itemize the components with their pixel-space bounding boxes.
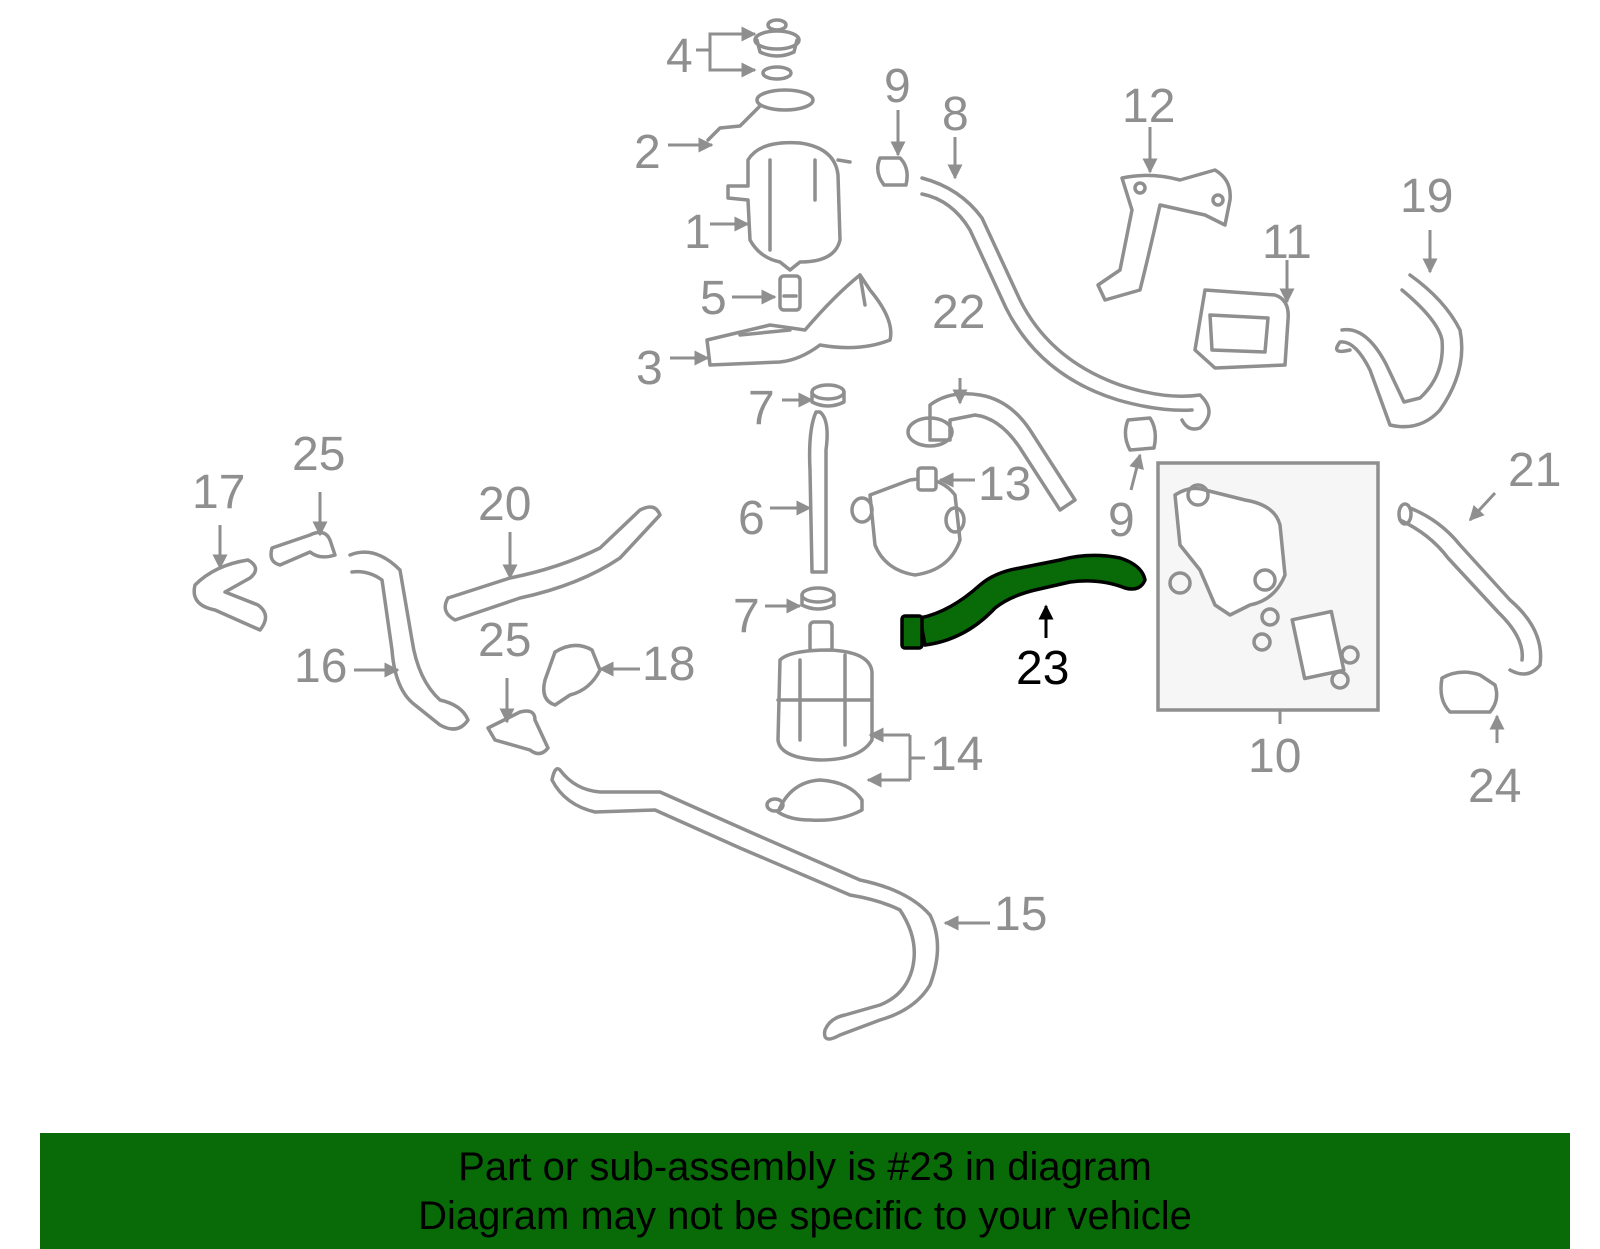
- callout-25-lower: 25: [478, 614, 531, 667]
- callout-8: 8: [942, 88, 969, 141]
- part-24-fitting[interactable]: [1439, 670, 1499, 714]
- part-15-hose[interactable]: [550, 767, 940, 1041]
- part-25-tee-lower[interactable]: [486, 709, 550, 756]
- part-18-fitting[interactable]: [542, 643, 602, 707]
- part-4-cap[interactable]: [753, 18, 801, 81]
- part-12-bracket[interactable]: [1096, 168, 1232, 302]
- callout-15: 15: [994, 888, 1047, 941]
- callout-9-upper: 9: [884, 60, 911, 113]
- part-8-hose[interactable]: [920, 176, 1211, 431]
- callout-13: 13: [978, 458, 1031, 511]
- part-11-duct[interactable]: [1193, 288, 1290, 370]
- part-13-valve[interactable]: [850, 466, 966, 577]
- callout-3: 3: [636, 342, 663, 395]
- part-10-assembly[interactable]: [1156, 461, 1380, 712]
- callout-1: 1: [684, 206, 711, 259]
- part-6-hose[interactable]: [807, 410, 829, 574]
- part-9-clamp-upper[interactable]: [876, 156, 909, 187]
- callout-18: 18: [642, 638, 695, 691]
- callout-6: 6: [738, 492, 765, 545]
- callout-11: 11: [1262, 216, 1312, 269]
- leader-lines: [212, 26, 1505, 931]
- callout-22: 22: [932, 286, 985, 339]
- part-21-hose[interactable]: [1397, 502, 1543, 676]
- callout-25-upper: 25: [292, 428, 345, 481]
- callout-9-lower: 9: [1108, 494, 1135, 547]
- part-2-strap[interactable]: [706, 88, 815, 142]
- part-17-elbow[interactable]: [192, 558, 268, 632]
- callout-16: 16: [294, 640, 347, 693]
- part-7-clamp-upper[interactable]: [810, 383, 846, 408]
- callout-10: 10: [1248, 730, 1301, 783]
- callout-4: 4: [666, 30, 693, 83]
- part-7-clamp-lower[interactable]: [800, 586, 836, 611]
- part-14-pump[interactable]: [765, 620, 874, 823]
- callout-14: 14: [930, 728, 983, 781]
- callout-23-highlighted: 23: [1016, 642, 1069, 695]
- part-16-hose[interactable]: [348, 550, 470, 731]
- callout-24: 24: [1468, 760, 1521, 813]
- callout-12: 12: [1122, 80, 1175, 133]
- info-banner: Part or sub-assembly is #23 in diagram D…: [40, 1133, 1570, 1249]
- banner-line-2: Diagram may not be specific to your vehi…: [418, 1194, 1192, 1238]
- part-9-clamp-lower[interactable]: [1123, 416, 1158, 452]
- banner-line-1: Part or sub-assembly is #23 in diagram: [458, 1145, 1152, 1189]
- part-1-reservoir[interactable]: [726, 140, 852, 272]
- part-25-tee-upper[interactable]: [269, 530, 337, 567]
- part-5-sensor[interactable]: [778, 274, 802, 312]
- callout-7-lower: 7: [733, 590, 760, 643]
- callout-17: 17: [192, 466, 245, 519]
- callout-numbers: 4 2 1 5 3 7 6 7 9 8 12 11 19 22 13 9 21 …: [192, 30, 1561, 941]
- callout-7-upper: 7: [748, 382, 775, 435]
- part-3-bracket[interactable]: [705, 273, 893, 367]
- callout-2: 2: [634, 126, 661, 179]
- part-19-hose[interactable]: [443, 505, 662, 622]
- part-23-hose-highlighted[interactable]: [900, 553, 1147, 650]
- callout-20: 19: [1400, 170, 1453, 223]
- callout-21: 21: [1508, 444, 1561, 497]
- part-20-hose[interactable]: [1334, 273, 1464, 429]
- callout-5: 5: [700, 272, 727, 325]
- callout-19: 20: [478, 478, 531, 531]
